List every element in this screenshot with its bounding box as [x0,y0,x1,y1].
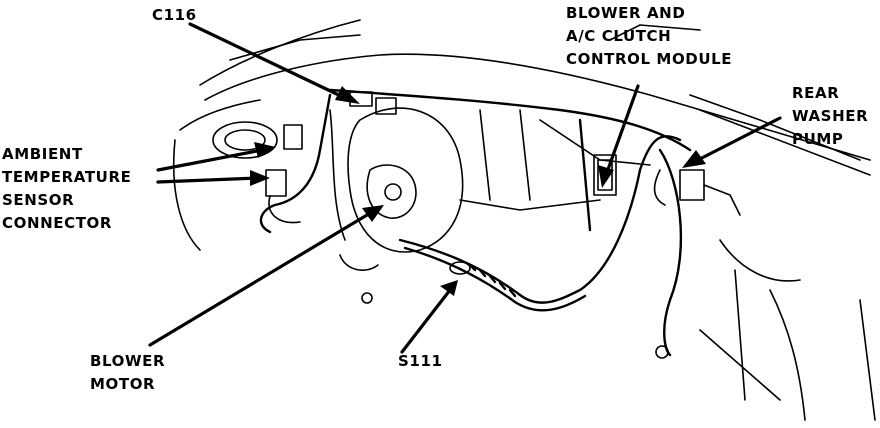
control-module [593,154,617,196]
arrow-ambient-1 [156,148,264,172]
wiring-harness [259,88,692,357]
arrowhead-rear-washer [682,150,706,168]
rear-washer-pump [653,169,741,216]
label-c116: C116 [152,6,197,24]
label-line: MOTOR [90,375,156,393]
arrowhead-blower-motor [362,205,384,222]
arrowhead-ambient-1 [254,142,276,158]
label-line: A/C CLUTCH [566,27,672,45]
arrow-blower-motor [148,210,374,347]
arrow-ambient-2 [156,176,260,184]
label-line: CONTROL MODULE [566,50,733,68]
arrow-control-module [604,84,640,177]
arrowhead-control-module [598,165,614,188]
blower-housing [329,107,464,253]
label-line: TEMPERATURE [2,168,132,186]
ambient-sensor-connector [265,124,303,224]
label-line: SENSOR [2,191,75,209]
label-line: PUMP [792,130,844,148]
label-line: WASHER [792,107,869,125]
label-s111: S111 [398,352,443,370]
cowl-opening [212,121,278,159]
callout-arrows [148,22,782,354]
label-line: BLOWER AND [566,4,686,22]
label-blower-motor: BLOWER MOTOR [90,350,165,396]
arrowhead-s111 [440,280,458,296]
label-line: AMBIENT [2,145,83,163]
s111-splice [449,261,471,275]
label-rear-washer-pump: REAR WASHER PUMP [792,82,868,151]
small-parts [339,254,669,359]
label-blower-control-module: BLOWER AND A/C CLUTCH CONTROL MODULE [566,2,732,71]
arrowhead-ambient-2 [250,170,270,186]
label-line: REAR [792,84,840,102]
label-ambient-sensor-connector: AMBIENT TEMPERATURE SENSOR CONNECTOR [2,143,131,235]
arrowheads [250,86,706,296]
arrow-s111 [400,288,452,354]
arrow-c116 [188,22,347,100]
label-line: CONNECTOR [2,214,113,232]
arrow-rear-washer [692,116,782,164]
label-line: BLOWER [90,352,166,370]
arrowhead-c116 [335,86,360,104]
